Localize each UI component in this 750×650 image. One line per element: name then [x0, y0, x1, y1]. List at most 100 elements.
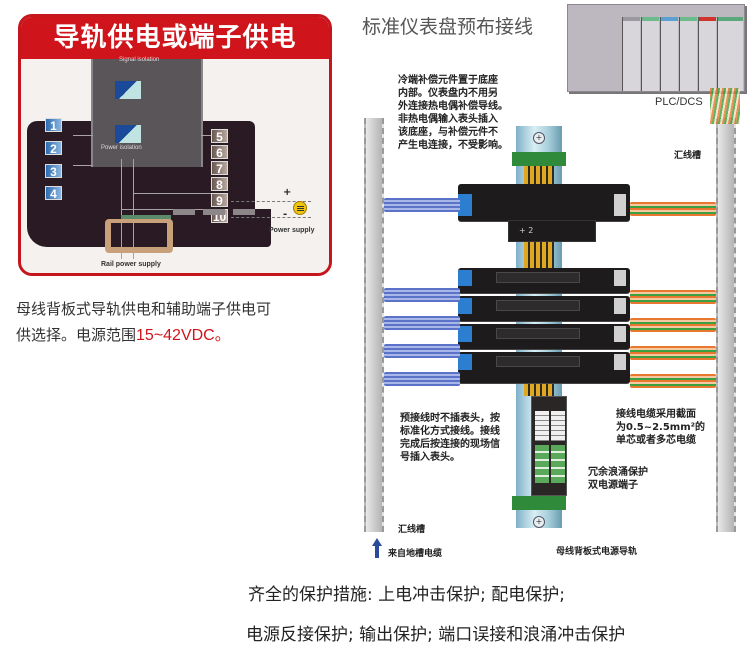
note-line: 单芯或者多芯电缆	[616, 435, 696, 446]
output-terminal-block	[614, 298, 626, 314]
duct-label-left: 汇线槽	[398, 525, 426, 535]
note-line: 内部。仪表盘内不用另	[398, 88, 498, 99]
plc-rack	[567, 4, 745, 92]
module-core	[91, 59, 203, 167]
plc-slot	[679, 17, 697, 91]
plc-cpu	[717, 17, 743, 91]
terminal-8: 8	[211, 177, 228, 192]
note-cable-spec: 接线电缆采用截面 为0.5~2.5mm²的 单芯或者多芯电缆	[616, 408, 705, 447]
bus-connector	[524, 384, 554, 396]
note-line: 冗余浪涌保护	[588, 467, 648, 478]
power-rail-label: 母线背板式电源导轨	[556, 547, 638, 557]
output-cables-orange	[630, 318, 716, 332]
wire	[201, 135, 213, 136]
output-cables-orange	[630, 202, 716, 216]
field-cables-blue	[384, 288, 460, 302]
voltage-range: 15~42VDC。	[136, 327, 231, 344]
wire	[73, 165, 93, 166]
redundant-power-terminal	[531, 396, 567, 496]
terminal-1: 1	[45, 118, 62, 133]
wire	[73, 135, 93, 136]
note-line: 非热电偶输入表头插入	[398, 114, 498, 125]
bus-connector	[524, 238, 554, 268]
plc-slot	[698, 17, 716, 91]
plus-sign: +	[283, 187, 292, 198]
panel-title: 标准仪表盘预布接线	[362, 16, 534, 38]
header-connector	[496, 356, 580, 367]
power-terminal-green	[551, 445, 565, 483]
output-terminal-block	[614, 326, 626, 342]
note-prewiring: 预接线时不插表头，按 标准化方式接线。接线 完成后按连接的现场信 号插入表头。	[400, 412, 500, 464]
note-line: 产生电连接，不受影响。	[398, 140, 508, 151]
note-line: 号插入表头。	[400, 452, 460, 463]
ground-icon	[293, 201, 307, 215]
terminal-4: 4	[45, 186, 62, 201]
header-connector	[496, 300, 580, 311]
fuse-block	[535, 411, 549, 441]
module-slot	[173, 209, 195, 215]
input-terminal-block	[458, 326, 472, 342]
left-cable-duct	[364, 118, 384, 532]
terminal-7: 7	[211, 161, 228, 176]
isolator-module[interactable]	[458, 352, 630, 384]
terminal-6: 6	[211, 145, 228, 160]
duct-label-right: 汇线槽	[674, 151, 702, 161]
terminal-9: 9	[211, 193, 228, 208]
description-line1: 母线背板式导轨供电和辅助端子供电可	[16, 300, 272, 318]
module-slot	[233, 209, 255, 215]
note-line: 该底座，与补偿元件不	[398, 127, 498, 138]
power-terminal-green	[535, 445, 549, 483]
module-front-plug: + 2	[508, 220, 596, 242]
note-line: 标准化方式接线。接线	[400, 426, 500, 437]
rail-end-cap	[512, 496, 566, 510]
field-cables-blue	[384, 198, 460, 212]
power-wire-minus	[231, 217, 311, 218]
header-connector	[496, 272, 580, 283]
power-isolation-icon	[115, 125, 141, 143]
module-slot	[203, 209, 225, 215]
field-cables-blue	[384, 372, 460, 386]
power-supply-label: Power supply	[269, 227, 315, 234]
plc-slot	[641, 17, 659, 91]
module-illustration: Signal isolation Power isolation 1 2 3 4…	[21, 57, 329, 273]
terminal-2: 2	[45, 141, 62, 156]
plc-cable-bundle	[710, 88, 740, 124]
note-line: 冷端补偿元件置于底座	[398, 75, 498, 86]
signal-isolation-icon	[115, 81, 141, 99]
rail-contacts	[121, 215, 171, 220]
rail-power-label: Rail power supply	[101, 261, 161, 268]
note-line: 外连接热电偶补偿导线。	[398, 101, 508, 112]
plc-slot	[660, 17, 678, 91]
input-terminal-block	[458, 194, 472, 216]
isolator-module[interactable]	[458, 324, 630, 350]
note-cold-junction: 冷端补偿元件置于底座 内部。仪表盘内不用另 外连接热电偶补偿导线。 非热电偶输入…	[398, 74, 508, 152]
power-wire-plus	[231, 201, 311, 202]
note-line: 为0.5~2.5mm²的	[616, 422, 706, 433]
note-line: 完成后按连接的现场信	[400, 439, 500, 450]
output-terminal-block	[614, 354, 626, 370]
terminal-5: 5	[211, 129, 228, 144]
signal-isolation-label: Signal isolation	[119, 57, 160, 63]
protection-line2: 电源反接保护; 输出保护; 端口误接和浪涌冲击保护	[246, 625, 626, 645]
note-line: 预接线时不插表头，按	[400, 413, 500, 424]
right-cable-duct	[716, 118, 736, 532]
field-cables-blue	[384, 316, 460, 330]
protection-line1: 齐全的保护措施: 上电冲击保护; 配电保护;	[248, 585, 565, 605]
power-isolation-label: Power isolation	[101, 145, 142, 151]
note-redundant-protection: 冗余浪涌保护 双电源端子	[588, 466, 648, 492]
wire	[121, 209, 213, 210]
output-cables-orange	[630, 346, 716, 360]
rail-end-cap	[512, 152, 566, 166]
din-rail-icon	[105, 219, 173, 253]
output-terminal-block	[614, 270, 626, 286]
input-terminal-block	[458, 354, 472, 370]
plc-dcs-label: PLC/DCS	[655, 96, 703, 108]
plc-slot	[622, 17, 640, 91]
screw-icon: +	[533, 516, 545, 528]
isolator-module-single[interactable]	[458, 184, 630, 222]
isolator-module[interactable]	[458, 296, 630, 322]
wire	[133, 159, 134, 259]
isolator-module[interactable]	[458, 268, 630, 294]
output-cables-orange	[630, 374, 716, 388]
minus-sign: -	[283, 209, 288, 220]
